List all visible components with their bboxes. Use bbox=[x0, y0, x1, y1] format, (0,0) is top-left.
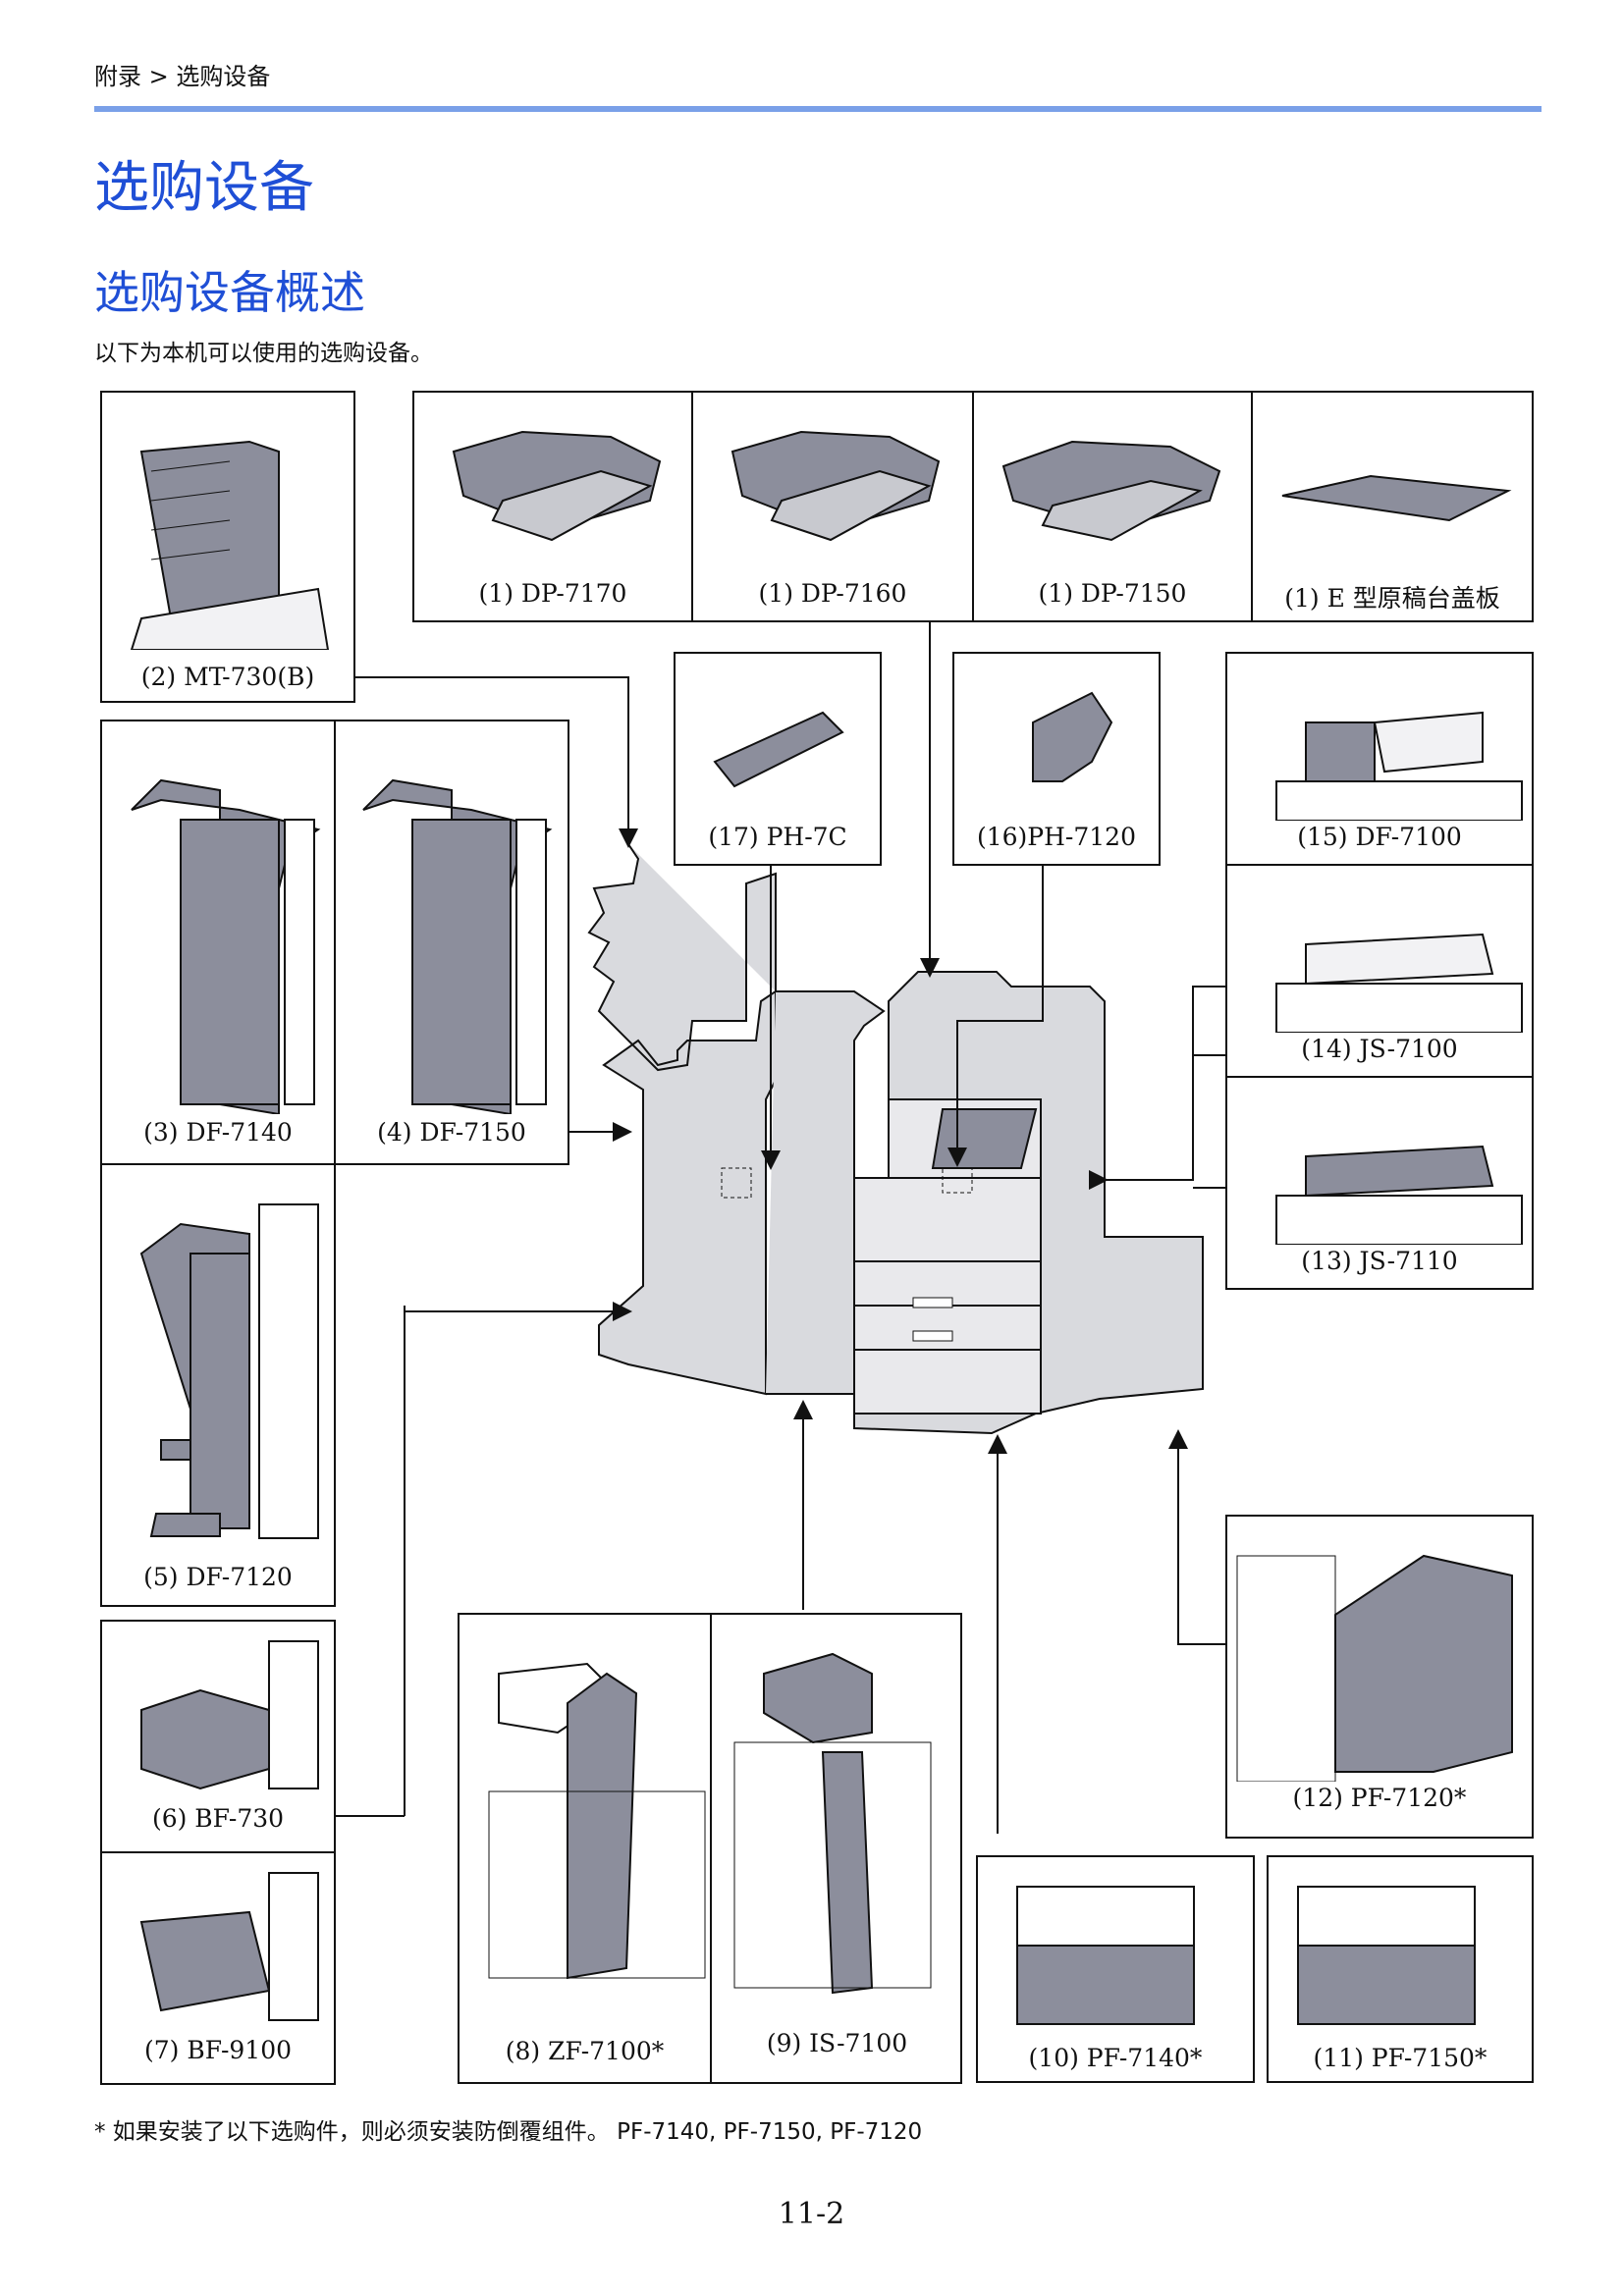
footnote: * 如果安装了以下选购件，则必须安装防倒覆组件。 PF-7140, PF-715… bbox=[94, 2119, 923, 2145]
dp7150-label: (1) DP-7150 bbox=[1038, 579, 1187, 608]
dp7170-image bbox=[452, 430, 662, 542]
option-ph7c: (17) PH-7C bbox=[674, 652, 882, 866]
df7140-label: (3) DF-7140 bbox=[143, 1118, 293, 1147]
df7100-label: (15) DF-7100 bbox=[1297, 823, 1462, 851]
zf7100-is7100-image bbox=[488, 1652, 932, 1995]
bf9100-label: (7) BF-9100 bbox=[143, 2036, 293, 2064]
is7100-label: (9) IS-7100 bbox=[766, 2029, 908, 2057]
breadcrumb: 附录 > 选购设备 bbox=[94, 63, 271, 90]
dp7170-label: (1) DP-7170 bbox=[478, 579, 627, 608]
intro-text: 以下为本机可以使用的选购设备。 bbox=[94, 341, 433, 366]
df7140-df7150-image bbox=[131, 778, 553, 1116]
df7120-image bbox=[139, 1203, 319, 1539]
option-js7100: (14) JS-7100 bbox=[1225, 864, 1534, 1078]
js7100-label: (14) JS-7100 bbox=[1301, 1035, 1458, 1063]
df7120-label: (5) DF-7120 bbox=[143, 1563, 293, 1591]
pf7150-image bbox=[1297, 1886, 1476, 2025]
js7110-image bbox=[1275, 1145, 1523, 1246]
pf7140-image bbox=[1016, 1886, 1195, 2025]
mt730-label: (2) MT-730(B) bbox=[140, 663, 315, 691]
option-dp7150: (1) DP-7150 bbox=[972, 391, 1253, 622]
page-title: 选购设备 bbox=[94, 156, 314, 220]
original-cover-label: (1) E 型原稿台盖板 bbox=[1284, 584, 1500, 613]
ph7c-label: (17) PH-7C bbox=[708, 823, 847, 851]
option-pf7150: (11) PF-7150* bbox=[1267, 1855, 1534, 2083]
option-dp7170: (1) DP-7170 bbox=[412, 391, 693, 622]
header-rule bbox=[94, 106, 1542, 112]
option-df7140-df7150: (3) DF-7140 (4) DF-7150 bbox=[100, 720, 569, 1165]
option-pf7140: (10) PF-7140* bbox=[976, 1855, 1255, 2083]
page-number: 11-2 bbox=[778, 2197, 845, 2231]
dp7150-image bbox=[1001, 440, 1221, 542]
ph7c-image bbox=[713, 711, 844, 788]
pf7120-label: (12) PF-7120* bbox=[1292, 1784, 1467, 1812]
js7110-label: (13) JS-7110 bbox=[1301, 1247, 1458, 1275]
option-pf7120: (12) PF-7120* bbox=[1225, 1515, 1534, 1839]
option-df7100: (15) DF-7100 bbox=[1225, 652, 1534, 866]
option-bf730: (6) BF-730 bbox=[100, 1620, 336, 1853]
bf9100-image bbox=[139, 1872, 319, 2021]
option-js7110: (13) JS-7110 bbox=[1225, 1076, 1534, 1290]
pf7140-label: (10) PF-7140* bbox=[1028, 2044, 1203, 2072]
dp7160-label: (1) DP-7160 bbox=[758, 579, 907, 608]
df7150-label: (4) DF-7150 bbox=[377, 1118, 526, 1147]
section-title: 选购设备概述 bbox=[94, 266, 365, 319]
bf730-label: (6) BF-730 bbox=[151, 1804, 285, 1833]
option-zf7100-is7100: (8) ZF-7100* (9) IS-7100 bbox=[458, 1613, 962, 2084]
dp7160-image bbox=[730, 430, 941, 542]
pf7120-image bbox=[1236, 1554, 1513, 1783]
zf7100-label: (8) ZF-7100* bbox=[505, 2037, 665, 2065]
ph7120-label: (16)PH-7120 bbox=[976, 823, 1136, 851]
option-original-cover: (1) E 型原稿台盖板 bbox=[1251, 391, 1534, 622]
option-ph7120: (16)PH-7120 bbox=[952, 652, 1161, 866]
mt730-image bbox=[130, 440, 330, 651]
option-dp7160: (1) DP-7160 bbox=[691, 391, 974, 622]
original-cover-image bbox=[1281, 474, 1512, 522]
ph7120-image bbox=[1032, 691, 1113, 782]
option-bf9100: (7) BF-9100 bbox=[100, 1851, 336, 2085]
option-mt730: (2) MT-730(B) bbox=[100, 391, 355, 703]
pf7150-label: (11) PF-7150* bbox=[1313, 2044, 1488, 2072]
option-df7120: (5) DF-7120 bbox=[100, 1163, 336, 1607]
df7100-image bbox=[1275, 711, 1523, 822]
bf730-image bbox=[140, 1640, 319, 1790]
js7100-image bbox=[1275, 933, 1523, 1034]
